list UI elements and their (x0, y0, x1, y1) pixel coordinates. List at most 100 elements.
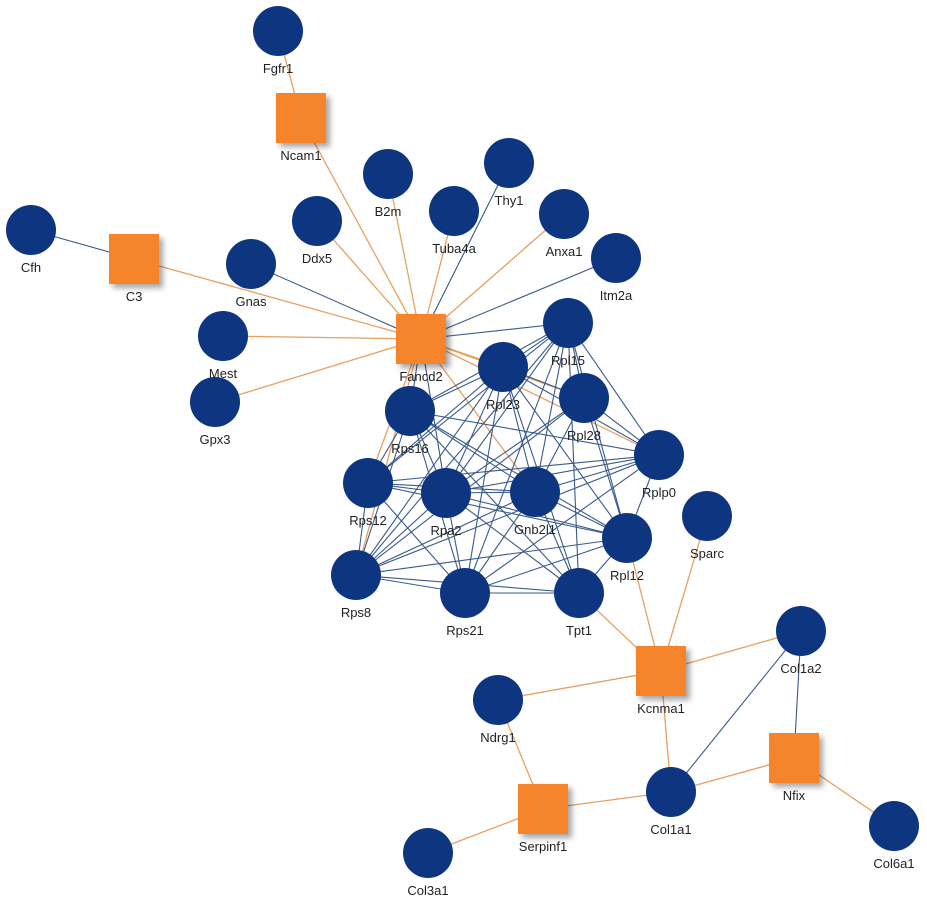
edge-rpl23-rps8 (355, 366, 504, 576)
node-fgfr1[interactable] (253, 6, 303, 56)
node-label-rpl28: Rpl28 (567, 428, 601, 443)
node-gnas[interactable] (226, 239, 276, 289)
node-label-gnb2l1: Gnb2l1 (514, 522, 556, 537)
node-label-serpinf1: Serpinf1 (519, 839, 567, 854)
node-mest[interactable] (198, 311, 248, 361)
node-label-fgfr1: Fgfr1 (263, 61, 293, 76)
node-label-rpl12: Rpl12 (610, 568, 644, 583)
edge-fancd2-gnb2l1 (420, 338, 536, 493)
node-label-rplp0: Rplp0 (642, 485, 676, 500)
node-col1a2[interactable] (776, 606, 826, 656)
edge-rpl23-rps21 (464, 366, 504, 594)
edge-rpl12-rps8 (355, 537, 628, 576)
edge-rplp0-rpa2 (445, 454, 660, 494)
node-rps8[interactable] (331, 550, 381, 600)
edge-sparc-kcnma1 (660, 515, 708, 672)
node-rpl23[interactable] (478, 342, 528, 392)
node-rpa2[interactable] (421, 468, 471, 518)
node-label-col1a1: Col1a1 (650, 822, 691, 837)
edge-rpl15-rplp0 (567, 322, 660, 456)
node-fancd2[interactable] (396, 314, 446, 364)
edge-rpl12-rps21 (464, 537, 628, 594)
node-gnb2l1[interactable] (510, 467, 560, 517)
node-ndrg1[interactable] (473, 675, 523, 725)
node-kcnma1[interactable] (636, 646, 686, 696)
node-c3[interactable] (109, 234, 159, 284)
edge-rpl23-rps12 (367, 366, 504, 484)
edge-rpl23-rpl12 (502, 366, 628, 539)
node-label-itm2a: Itm2a (600, 288, 633, 303)
node-cfh[interactable] (6, 205, 56, 255)
node-label-col3a1: Col3a1 (407, 883, 448, 898)
edge-rpl15-rps8 (355, 322, 569, 576)
node-rps16[interactable] (385, 386, 435, 436)
node-serpinf1[interactable] (518, 784, 568, 834)
edge-ndrg1-kcnma1 (497, 670, 662, 701)
edge-rplp0-rps8 (355, 454, 660, 576)
edge-b2m-fancd2 (387, 173, 422, 340)
node-tpt1[interactable] (554, 568, 604, 618)
node-label-rpl23: Rpl23 (486, 397, 520, 412)
edge-c3-fancd2 (133, 258, 422, 340)
edge-itm2a-fancd2 (420, 257, 617, 340)
edge-rpa2-tpt1 (445, 492, 580, 594)
node-label-sparc: Sparc (690, 546, 724, 561)
edge-rplp0-rps12 (367, 454, 660, 484)
node-label-nfix: Nfix (783, 788, 806, 803)
edge-rpl15-rpa2 (445, 322, 569, 494)
node-gpx3[interactable] (190, 377, 240, 427)
edge-rpl15-gnb2l1 (534, 322, 569, 493)
node-label-tpt1: Tpt1 (566, 623, 592, 638)
node-label-rpa2: Rpa2 (430, 523, 461, 538)
node-col1a1[interactable] (646, 767, 696, 817)
node-label-b2m: B2m (375, 204, 402, 219)
node-label-thy1: Thy1 (495, 193, 524, 208)
node-tuba4a[interactable] (429, 186, 479, 236)
edge-rpl15-tpt1 (567, 322, 580, 594)
edge-rpl15-rpl12 (567, 322, 628, 539)
node-label-rps8: Rps8 (341, 605, 371, 620)
node-sparc[interactable] (682, 491, 732, 541)
edge-rps16-tpt1 (409, 410, 580, 594)
edge-col1a2-col1a1 (670, 630, 802, 793)
node-ncam1[interactable] (276, 93, 326, 143)
edge-rpl15-rps12 (367, 322, 569, 484)
node-label-col6a1: Col6a1 (873, 856, 914, 871)
node-label-ncam1: Ncam1 (280, 148, 321, 163)
node-label-cfh: Cfh (21, 260, 41, 275)
node-itm2a[interactable] (591, 233, 641, 283)
node-rplp0[interactable] (634, 430, 684, 480)
edge-rps16-rplp0 (409, 410, 660, 456)
edge-rps12-rpl12 (367, 482, 628, 539)
node-label-tuba4a: Tuba4a (432, 241, 476, 256)
node-rpl15[interactable] (543, 298, 593, 348)
edge-gnb2l1-rps8 (355, 491, 536, 576)
edge-rpl28-rpa2 (445, 397, 585, 494)
nodes-layer (6, 6, 919, 878)
node-anxa1[interactable] (539, 189, 589, 239)
node-b2m[interactable] (363, 149, 413, 199)
node-label-rps16: Rps16 (391, 441, 429, 456)
edge-rpl15-rps21 (464, 322, 569, 594)
node-label-ddx5: Ddx5 (302, 251, 332, 266)
node-rpl28[interactable] (559, 373, 609, 423)
edge-fancd2-rps8 (355, 338, 422, 576)
node-rps21[interactable] (440, 568, 490, 618)
edges-layer (30, 30, 895, 854)
node-col3a1[interactable] (403, 828, 453, 878)
node-rpl12[interactable] (602, 513, 652, 563)
node-thy1[interactable] (484, 138, 534, 188)
node-label-gnas: Gnas (235, 294, 267, 309)
node-nfix[interactable] (769, 733, 819, 783)
node-rps12[interactable] (343, 458, 393, 508)
node-label-rpl15: Rpl15 (551, 353, 585, 368)
node-label-rps21: Rps21 (446, 623, 484, 638)
node-label-c3: C3 (126, 289, 143, 304)
edge-ncam1-fancd2 (300, 117, 422, 340)
node-label-ndrg1: Ndrg1 (480, 730, 515, 745)
node-ddx5[interactable] (292, 196, 342, 246)
node-col6a1[interactable] (869, 801, 919, 851)
node-label-col1a2: Col1a2 (780, 661, 821, 676)
